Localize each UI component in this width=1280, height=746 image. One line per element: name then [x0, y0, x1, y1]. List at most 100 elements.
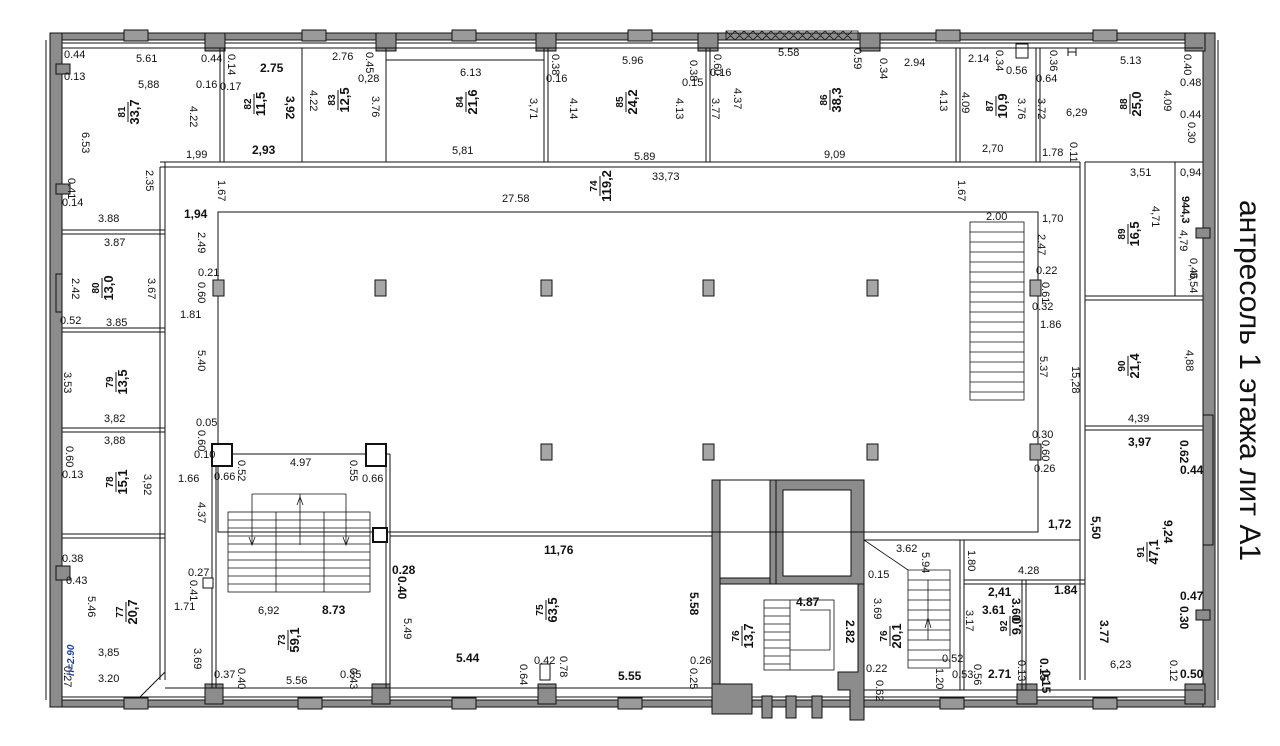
dimension-label: 2.14	[968, 53, 989, 65]
dimension-label: 0.52	[942, 653, 963, 665]
room-id: 76	[731, 630, 742, 642]
room-area: 59,1	[287, 627, 302, 652]
dimension-label: 2,93	[252, 143, 276, 157]
dimension-label: 5.46	[85, 596, 97, 617]
dimension-label: 4.87	[796, 595, 820, 609]
dimension-label: 8.73	[322, 603, 346, 617]
dimension-label: 0,54	[1187, 272, 1199, 293]
dimension-label: 1.80	[965, 550, 977, 571]
dimension-label: 0.14	[62, 197, 83, 209]
dimension-label: 4,71	[1149, 206, 1161, 227]
dimension-label: 2.71	[988, 667, 1012, 681]
dimension-label: 0.10	[194, 449, 215, 461]
dimension-label: 1,72	[1048, 517, 1072, 531]
dimension-label: 5.56	[286, 675, 307, 687]
room-id: 74	[589, 180, 600, 192]
dimension-label: 0,94	[1180, 167, 1201, 179]
dimension-label: 5.89	[634, 151, 655, 163]
dimension-label: 3,85	[98, 647, 119, 659]
dimension-label: 0.27	[188, 567, 209, 579]
dimension-label: 3.53	[61, 372, 73, 393]
dimension-label: 0.15	[1039, 670, 1053, 694]
dimension-label: 0.41	[65, 178, 77, 199]
room-id: 82	[243, 98, 254, 110]
top-wall-piers	[204, 32, 1206, 52]
dimension-label: 0.17	[220, 81, 241, 93]
dimension-label: 0.34	[993, 50, 1005, 71]
room-area: 13,5	[115, 369, 130, 394]
dimension-label: 0.13	[1015, 660, 1027, 681]
dimension-label: 0.37	[214, 669, 235, 681]
dimension-label: 4.97	[290, 457, 311, 469]
dimension-label: 0.60	[63, 446, 75, 467]
dimension-label: 3,51	[1130, 167, 1151, 179]
dimension-label: 1.67	[215, 180, 227, 201]
room-id: 85	[615, 96, 626, 108]
room-area: 25,0	[1129, 91, 1144, 116]
hatched-opening	[725, 30, 859, 41]
dimension-label: 0.56	[1006, 65, 1027, 77]
dimension-label: 0.50	[1180, 667, 1204, 681]
dimension-label: 0.66	[362, 473, 383, 485]
dimension-label: 4.37	[731, 88, 743, 109]
dimension-label: 3,88	[104, 435, 125, 447]
dimension-labels: 0.44 0.13 5.61 5,88 4.22 6.53 0.44 0.16 …	[60, 47, 1204, 701]
dimension-label: 5,50	[1089, 516, 1103, 540]
room-id: 73	[277, 634, 288, 646]
dimension-label: 6.13	[460, 67, 481, 79]
dimension-label: 0.25	[687, 668, 699, 689]
dimension-label: 0.55	[347, 460, 359, 481]
dimension-label: 4.14	[567, 98, 579, 119]
dimension-label: 15,28	[1069, 366, 1081, 394]
dimension-label: 2.00	[986, 211, 1007, 223]
room-id: 83	[327, 94, 338, 106]
room-area: 119,2	[599, 170, 614, 202]
small-staircase	[863, 539, 951, 669]
stair-room-columns	[211, 443, 388, 543]
dimension-label: 0.43	[66, 575, 87, 587]
dimension-label: 2.47	[1035, 234, 1047, 255]
dimension-label: 3.85	[106, 317, 127, 329]
room-area: 16,5	[1127, 221, 1142, 246]
dimension-label: 6,23	[1110, 659, 1131, 671]
dimension-label: 5,81	[452, 145, 473, 157]
dimension-label: 4.22	[307, 90, 319, 111]
dimension-label: 5.58	[687, 592, 701, 616]
dimension-label: 1.66	[178, 473, 199, 485]
door-details	[55, 43, 1077, 313]
room-id: 81	[117, 106, 128, 118]
dimension-label: 2.82	[843, 620, 857, 644]
dimension-label: 1.71	[174, 601, 195, 613]
dimension-label: 0.32	[1032, 301, 1053, 313]
dimension-label: 3.88	[98, 213, 119, 225]
dimension-label: 5.94	[919, 552, 931, 573]
room-area: 12,5	[337, 87, 352, 112]
dimension-label: 0.22	[866, 663, 887, 675]
dimension-label: 0.44	[201, 53, 222, 65]
dimension-label: 3,97	[1128, 435, 1152, 449]
dimension-label: 3.61	[982, 603, 1006, 617]
dimension-label: 2.76	[332, 51, 353, 63]
dimension-label: 2,70	[982, 143, 1003, 155]
dimension-label: 0.30	[1032, 429, 1053, 441]
dimension-label: 1.20	[933, 668, 945, 689]
room-area: 13,7	[741, 623, 756, 648]
room-area: 10,9	[995, 93, 1010, 118]
room-area: 38,3	[829, 87, 844, 112]
dimension-label: 5.49	[401, 618, 413, 639]
dimension-label: 0.26	[690, 655, 711, 667]
room-id: 88	[1119, 98, 1130, 110]
dimension-label: 1.86	[1040, 319, 1061, 331]
dimension-label: 3.76	[1015, 98, 1027, 119]
dimension-label: 2.35	[143, 170, 155, 191]
dimension-label: 2.75	[260, 61, 284, 75]
dimension-label: 0,46	[1187, 258, 1199, 279]
dimension-label: 0.38	[687, 60, 699, 81]
dimension-label: 0.52	[60, 315, 81, 327]
dimension-label: 0.11	[1067, 142, 1079, 163]
